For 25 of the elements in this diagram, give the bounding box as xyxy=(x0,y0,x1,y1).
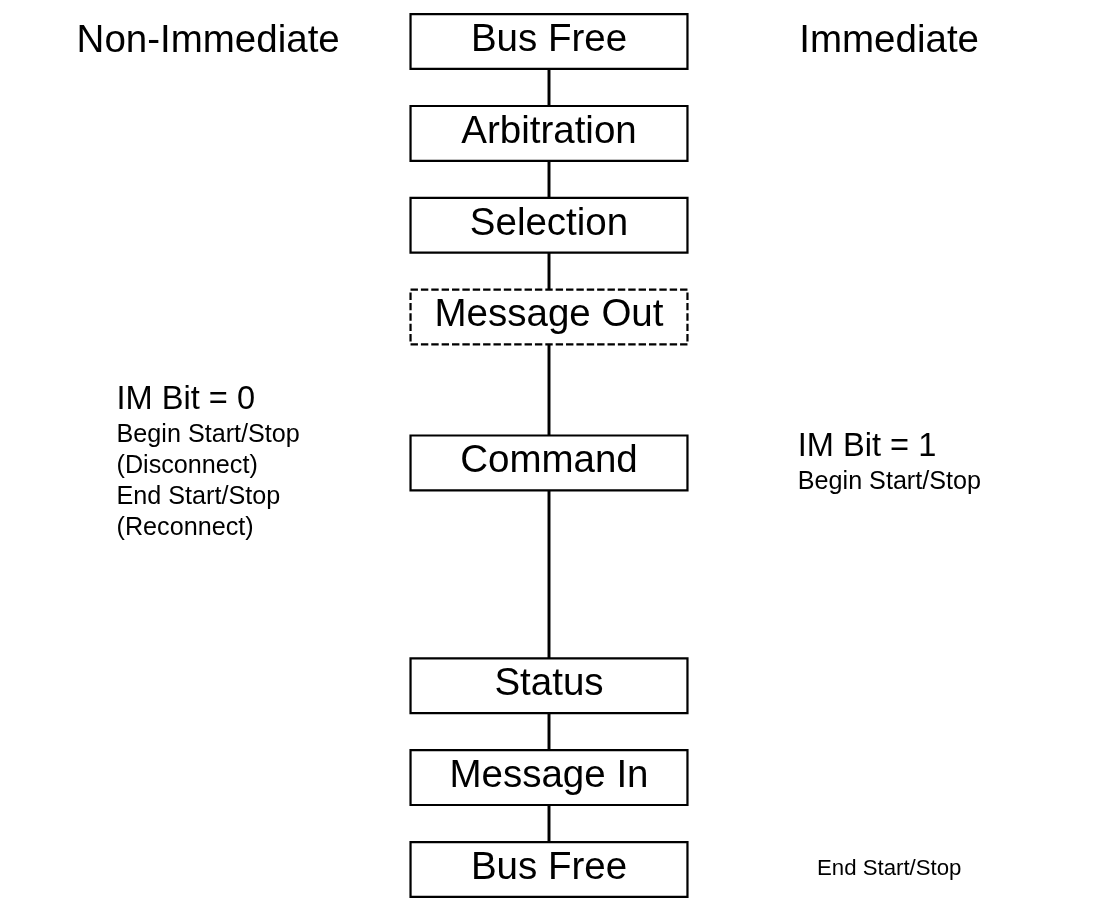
connector xyxy=(547,252,551,290)
label: (Disconnect) xyxy=(116,449,258,478)
label: Non-Immediate xyxy=(76,16,340,60)
node-box: Message Out xyxy=(409,288,689,346)
label: Begin Start/Stop xyxy=(116,418,300,447)
label: Immediate xyxy=(799,16,980,60)
connector xyxy=(547,490,551,659)
label: End Start/Stop xyxy=(817,855,962,881)
label: IM Bit = 1 xyxy=(797,427,937,464)
label: Begin Start/Stop xyxy=(797,465,981,494)
node-box: Bus Free xyxy=(409,13,689,71)
node-box: Bus Free xyxy=(409,840,689,898)
node-box: Status xyxy=(409,657,689,715)
node-box: Message In xyxy=(409,749,689,807)
label: (Reconnect) xyxy=(116,511,254,540)
connector xyxy=(547,161,551,198)
node-box: Command xyxy=(409,434,689,492)
node-box: Arbitration xyxy=(409,104,689,162)
node-box: Selection xyxy=(409,196,689,254)
connector xyxy=(547,805,551,842)
label: End Start/Stop xyxy=(116,480,281,509)
connector xyxy=(547,713,551,750)
connector xyxy=(547,344,551,436)
connector xyxy=(547,69,551,106)
label: IM Bit = 0 xyxy=(116,380,256,416)
